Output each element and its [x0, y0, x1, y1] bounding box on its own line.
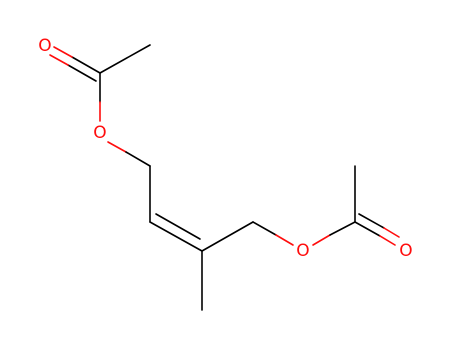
oxygen-carbonyl-upper: O	[38, 36, 51, 56]
bond-c-ch2b	[201, 221, 254, 252]
oxygen-ester-lower: O	[296, 241, 309, 261]
bond-c2-o4-b	[358, 213, 385, 229]
bond-c2-o4-a	[354, 221, 381, 237]
bond-ch-c-b	[155, 213, 201, 240]
bond-c1-o1-a	[71, 56, 101, 74]
bond-o2-ch2	[125, 151, 151, 167]
bond-c1-o1-b-red	[49, 54, 69, 66]
bond-ch-c-a	[149, 221, 203, 252]
atom-layer: O O O O	[38, 36, 412, 261]
bond-c1-o1-b	[67, 64, 97, 82]
bond-o3-c2-red	[312, 234, 331, 246]
bond-c1-o1-a-red	[53, 46, 73, 58]
oxygen-carbonyl-lower: O	[399, 241, 412, 261]
bond-c1-ch3	[99, 44, 151, 74]
bond-ch2b-o3-red	[275, 234, 294, 246]
bond-o2-ch2-red	[107, 141, 127, 153]
bond-ch2b-o3	[252, 221, 277, 236]
oxygen-ester-upper: O	[93, 123, 106, 143]
bond-c2-o4-a-red	[379, 235, 396, 246]
bond-layer	[49, 44, 400, 311]
bond-c2-o4-b-red	[383, 227, 400, 238]
bond-o3-c2	[329, 221, 356, 236]
